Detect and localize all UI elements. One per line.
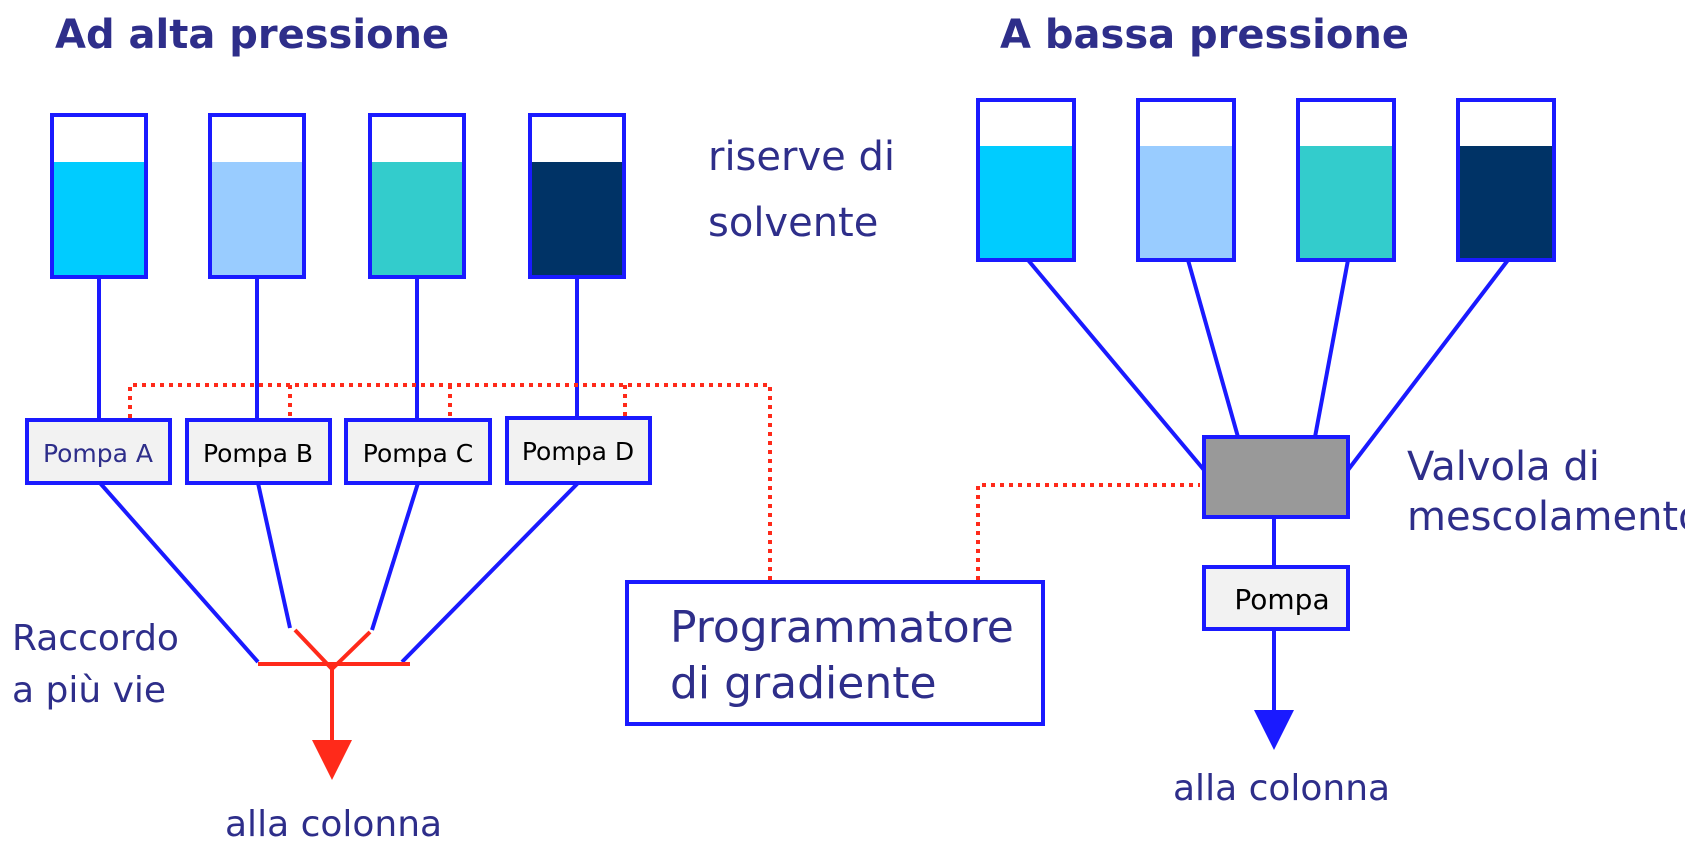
- reservoir-8: [1456, 98, 1556, 262]
- pump-right: Pompa: [1202, 565, 1350, 631]
- reservoir-3: [368, 113, 466, 279]
- reservoir-6: [1136, 98, 1236, 262]
- title-low-pressure: A bassa pressione: [1000, 12, 1409, 58]
- pump-c: Pompa C: [344, 418, 492, 485]
- pump-d-label: Pompa D: [522, 437, 634, 466]
- pump-a: Pompa A: [25, 418, 172, 485]
- reservoir-1: [50, 113, 148, 279]
- control-lines-left: [128, 383, 772, 580]
- reservoir-5: [976, 98, 1076, 262]
- pump-b-label: Pompa B: [203, 439, 313, 468]
- mixing-valve-label-line1: Valvola di: [1407, 444, 1600, 490]
- mixing-valve-label-line2: mescolamento: [1407, 494, 1685, 540]
- pump-d: Pompa D: [505, 416, 652, 485]
- reservoir-2: [208, 113, 306, 279]
- programmer-label-line1: Programmatore: [670, 602, 1014, 653]
- mixing-valve: [1202, 435, 1350, 519]
- reservoirs-label-line1: riserve di: [708, 134, 895, 180]
- pump-a-label: Pompa A: [43, 439, 153, 468]
- reservoirs-label-line2: solvente: [708, 200, 878, 246]
- multiway-fitting: [258, 628, 410, 780]
- pump-b: Pompa B: [185, 418, 332, 485]
- to-column-right-label: alla colonna: [1173, 768, 1390, 809]
- fitting-label-line1: Raccordo: [12, 618, 179, 659]
- pump-right-label: Pompa: [1234, 583, 1329, 616]
- fitting-label-line2: a più vie: [12, 670, 166, 711]
- reservoir-to-valve-lines: [1026, 258, 1510, 472]
- reservoir-to-pump-lines: [97, 277, 579, 420]
- reservoir-7: [1296, 98, 1396, 262]
- title-high-pressure: Ad alta pressione: [55, 12, 449, 58]
- pump-c-label: Pompa C: [363, 439, 473, 468]
- programmer-label-line2: di gradiente: [670, 658, 937, 709]
- reservoir-4: [528, 113, 626, 279]
- gradient-programmer: Programmatore di gradiente: [625, 580, 1045, 726]
- to-column-left-label: alla colonna: [225, 804, 442, 842]
- control-line-right: [976, 483, 1200, 580]
- pump-to-fitting-lines: [98, 481, 580, 664]
